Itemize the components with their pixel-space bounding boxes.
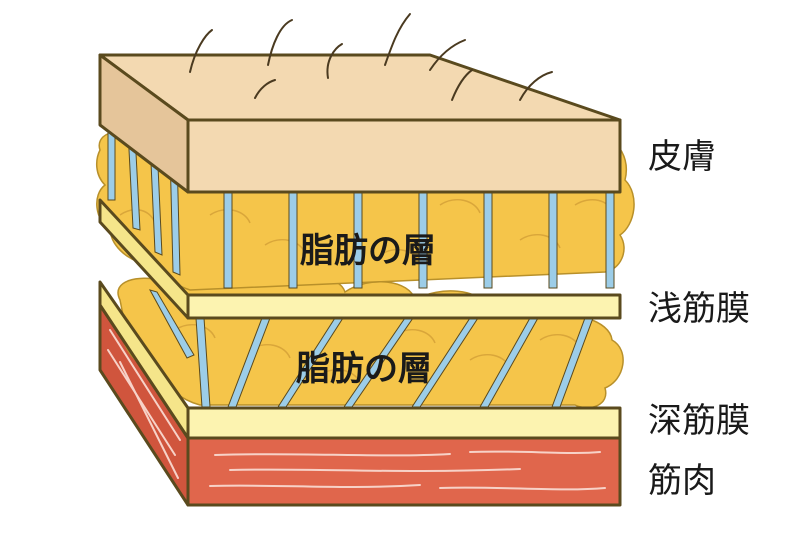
hair (326, 43, 343, 79)
skin-top-face (98, 53, 622, 122)
superficial-fascia-label: 浅筋膜 (648, 289, 750, 329)
hair (254, 79, 276, 99)
hair (384, 13, 411, 66)
muscle-label: 筋肉 (648, 461, 716, 501)
deep-fascia-label: 深筋膜 (648, 401, 750, 441)
deep-fascia-front-face (186, 406, 622, 440)
hairs (189, 13, 553, 101)
skin-label: 皮膚 (648, 137, 716, 177)
upper-fiber (223, 189, 233, 289)
hair (451, 69, 473, 101)
fat-layer-lower-label: 脂肪の層 (296, 349, 432, 389)
upper-fiber (605, 189, 615, 289)
superficial-fascia-layer (98, 198, 622, 320)
skin-front-face (186, 118, 622, 194)
fat-layer-upper-label: 脂肪の層 (300, 231, 436, 271)
hair (189, 29, 213, 73)
lower-fiber (148, 289, 195, 359)
upper-fiber (288, 189, 298, 289)
upper-fiber (548, 189, 558, 289)
hair (519, 71, 553, 101)
lower-fibers (148, 289, 594, 408)
hair (267, 19, 293, 66)
deep-fascia-layer (98, 280, 622, 440)
hair (429, 39, 466, 71)
superficial-fascia-front-face (186, 293, 622, 320)
upper-fiber (483, 189, 493, 289)
skin-layer (98, 53, 622, 194)
